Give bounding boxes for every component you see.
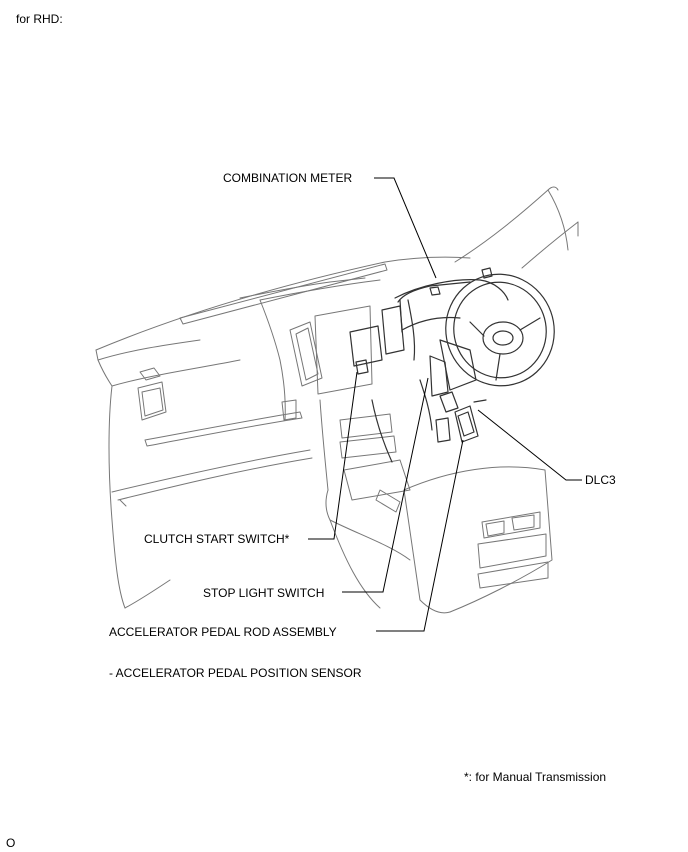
leader-lines [308,177,582,632]
label-clutch-start-switch: CLUTCH START SWITCH* [144,532,290,546]
leader-combination-meter [374,177,437,279]
leader-clutch-start-switch [308,371,358,540]
label-dlc3: DLC3 [585,473,616,487]
footnote-manual-transmission: *: for Manual Transmission [464,770,607,784]
leader-dlc3 [477,409,582,481]
label-stop-light-switch: STOP LIGHT SWITCH [203,586,325,600]
variant-heading: for RHD: [16,12,63,26]
leader-accelerator-pedal [376,439,464,632]
label-accelerator-pedal-rod-assembly: ACCELERATOR PEDAL ROD ASSEMBLY [109,625,337,639]
dashboard-outline [95,256,553,614]
label-combination-meter: COMBINATION METER [223,171,353,185]
leader-stop-light-switch [342,377,429,593]
page-marker: O [6,836,16,850]
steering-wheel-and-meter [349,267,555,463]
label-accelerator-pedal-position-sensor: - ACCELERATOR PEDAL POSITION SENSOR [109,666,362,680]
windshield-outline [454,186,579,269]
